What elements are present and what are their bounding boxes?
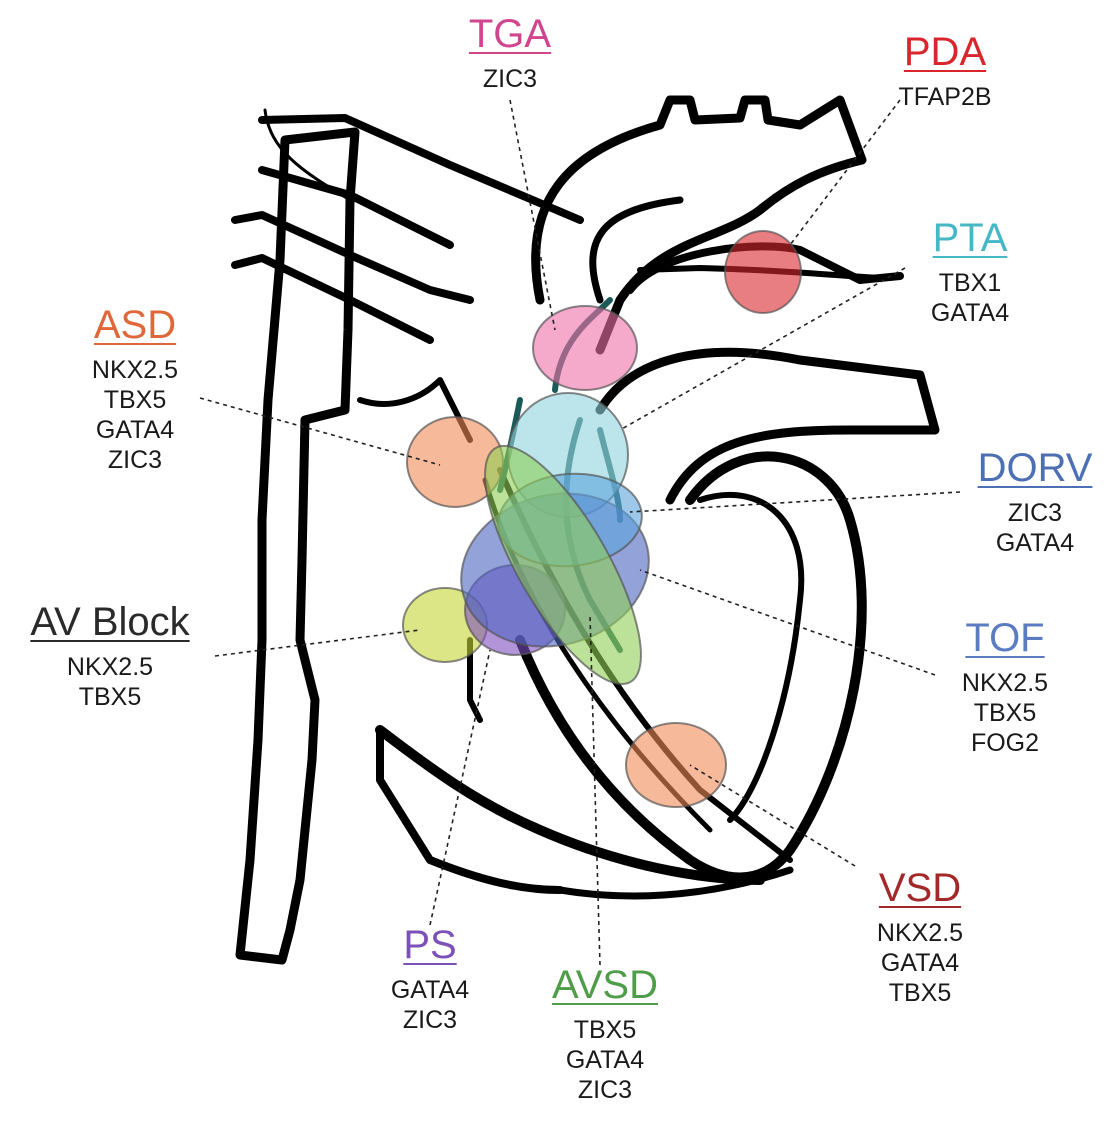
label-avblock-title: AV Block bbox=[5, 602, 215, 642]
gene-asd-1: TBX5 bbox=[65, 385, 205, 415]
label-avsd-title: AVSD bbox=[530, 965, 680, 1005]
leader-avblock bbox=[215, 630, 420, 656]
gene-asd-3: ZIC3 bbox=[65, 445, 205, 475]
leader-asd bbox=[200, 398, 440, 465]
gene-avblock-0: NKX2.5 bbox=[5, 652, 215, 682]
label-pda: PDA TFAP2B bbox=[870, 32, 1020, 112]
label-pda-title: PDA bbox=[870, 32, 1020, 72]
gene-avsd-0: TBX5 bbox=[530, 1015, 680, 1045]
gene-dorv-0: ZIC3 bbox=[960, 498, 1110, 528]
label-tof-title: TOF bbox=[940, 618, 1070, 658]
gene-ps-1: ZIC3 bbox=[370, 1005, 490, 1035]
label-pta-title: PTA bbox=[900, 218, 1040, 258]
label-dorv-title: DORV bbox=[960, 448, 1110, 488]
leader-dorv bbox=[630, 492, 960, 512]
gene-vsd-1: GATA4 bbox=[850, 948, 990, 978]
gene-avsd-2: ZIC3 bbox=[530, 1075, 680, 1105]
vessel-top-lower bbox=[262, 170, 450, 245]
gene-asd-2: GATA4 bbox=[65, 415, 205, 445]
region-pda bbox=[725, 231, 801, 313]
label-tga-title: TGA bbox=[445, 14, 575, 54]
gene-tga-0: ZIC3 bbox=[445, 64, 575, 94]
label-tga: TGA ZIC3 bbox=[445, 14, 575, 94]
gene-dorv-1: GATA4 bbox=[960, 528, 1110, 558]
gene-asd-0: NKX2.5 bbox=[65, 355, 205, 385]
gene-vsd-2: TBX5 bbox=[850, 978, 990, 1008]
gene-avsd-1: GATA4 bbox=[530, 1045, 680, 1075]
vessel-mid-lower bbox=[235, 258, 430, 340]
leader-tof bbox=[640, 570, 935, 675]
label-asd-title: ASD bbox=[65, 305, 205, 345]
gene-avblock-1: TBX5 bbox=[5, 682, 215, 712]
gene-vsd-0: NKX2.5 bbox=[850, 918, 990, 948]
region-tga bbox=[533, 306, 637, 390]
label-tga-genes: ZIC3 bbox=[445, 64, 575, 94]
gene-pta-0: TBX1 bbox=[900, 268, 1040, 298]
gene-pta-1: GATA4 bbox=[900, 298, 1040, 328]
label-ps-title: PS bbox=[370, 925, 490, 965]
gene-ps-0: GATA4 bbox=[370, 975, 490, 1005]
gene-tof-1: TBX5 bbox=[940, 698, 1070, 728]
gene-tof-0: NKX2.5 bbox=[940, 668, 1070, 698]
label-vsd-title: VSD bbox=[850, 868, 990, 908]
region-vsd bbox=[626, 723, 726, 807]
gene-pda-0: TFAP2B bbox=[870, 82, 1020, 112]
label-pda-genes: TFAP2B bbox=[870, 82, 1020, 112]
gene-tof-2: FOG2 bbox=[940, 728, 1070, 758]
defect-regions bbox=[403, 231, 801, 807]
leader-tga bbox=[510, 100, 555, 330]
right-vessel bbox=[600, 352, 935, 500]
